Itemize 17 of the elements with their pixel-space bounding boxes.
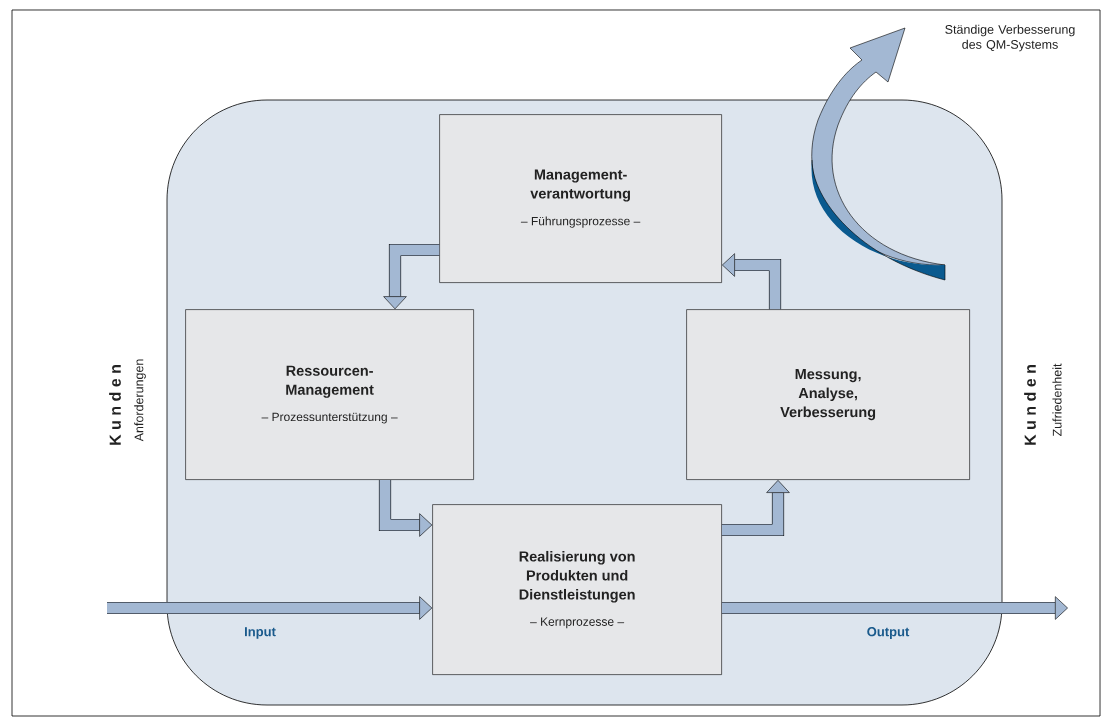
process-box: Management-verantwortung – Führungsprozesse – — [439, 114, 722, 283]
block-arrow — [378, 479, 433, 537]
process-box: Messung, Analyse, Verbesserung — [686, 309, 970, 480]
customer-label: K u n d e n — [109, 365, 121, 445]
edge-label: Output — [865, 626, 911, 640]
block-arrow — [722, 253, 782, 310]
satisfaction-label: Zufriedenheit — [1052, 363, 1062, 437]
block-arrow — [721, 596, 1068, 620]
requirements-label: Anforderungen — [134, 359, 146, 442]
process-box: Ressourcen-Management – Prozessunterstützung – — [185, 309, 474, 480]
customer-label: K u n d e n — [1024, 365, 1036, 445]
improvement-label: Ständige Verbesserung des QM-Systems — [945, 24, 1075, 52]
process-box: Realisierung von Produkten und Dienstleistungen – Kernprozesse – — [432, 504, 722, 675]
block-arrow — [721, 480, 790, 537]
block-arrow — [383, 243, 440, 310]
block-arrow — [107, 596, 433, 620]
edge-label: Input — [243, 626, 277, 640]
